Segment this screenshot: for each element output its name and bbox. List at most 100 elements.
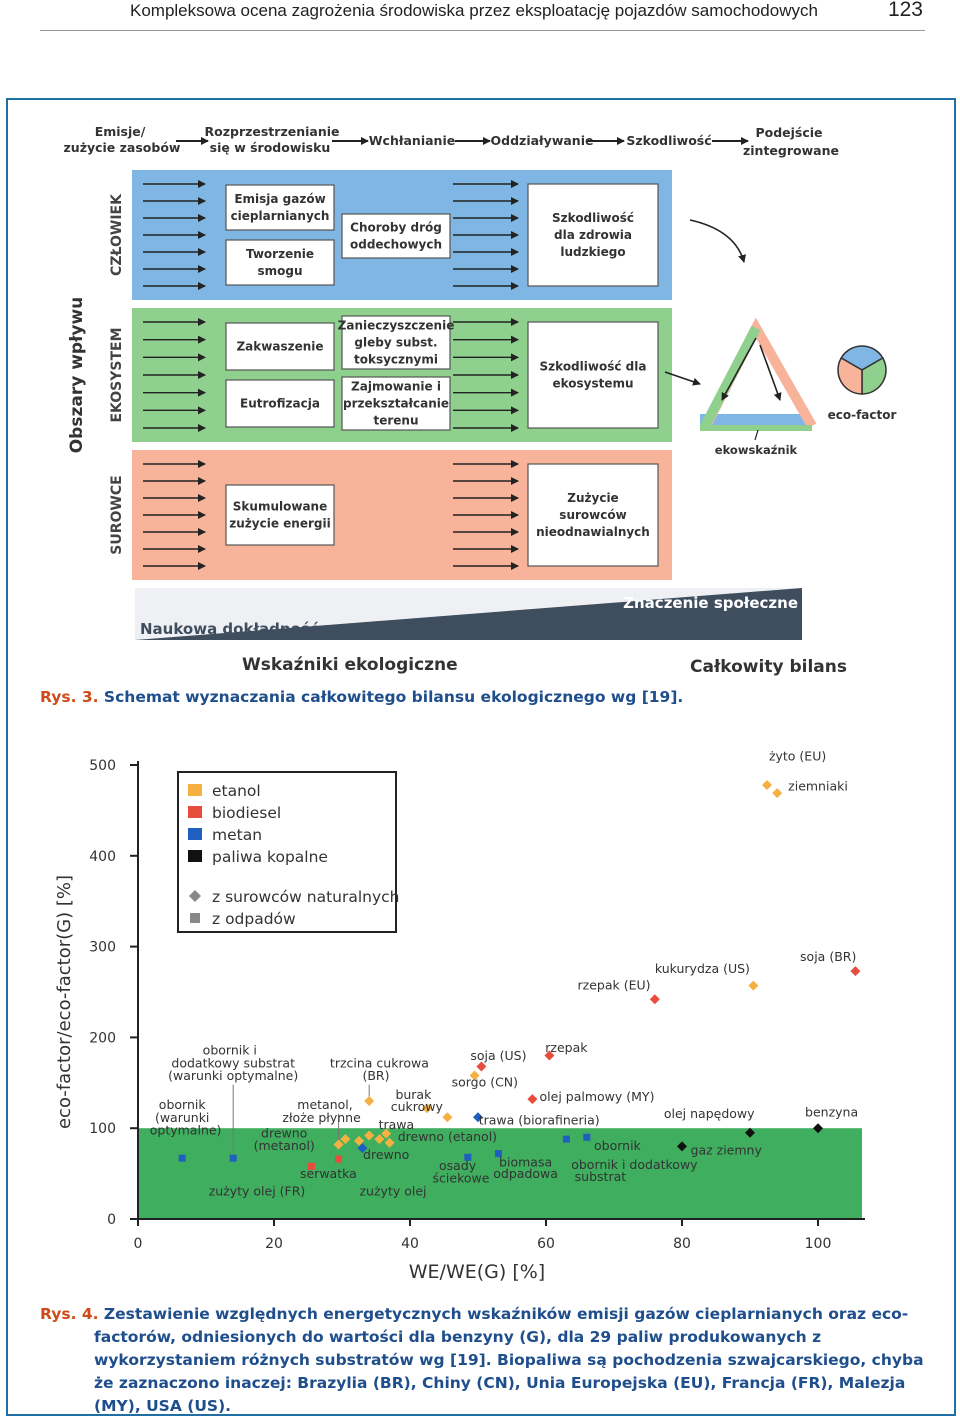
pointer-arrow (664, 371, 701, 386)
point-annotation: obornik (159, 1097, 207, 1112)
legend-swatch (188, 828, 202, 840)
legend-label: metan (212, 826, 262, 844)
y-axis-label: eco-factor/eco-factor(G) [%] (54, 875, 75, 1129)
figure-frame (6, 98, 956, 1416)
flow-step-integrated: Podejście (755, 125, 822, 140)
point-annotation: olej napędowy (664, 1106, 755, 1121)
total-balance-label: Całkowity bilans (690, 657, 847, 677)
result-box (527, 183, 659, 287)
result-box-text: dla zdrowia (554, 228, 632, 242)
flow-step-spreading-2: się w środowisku (210, 140, 331, 155)
point-annotation: trzcina cukrowa (330, 1055, 429, 1070)
data-point (374, 1134, 385, 1145)
point-annotation: metanol, (297, 1097, 352, 1112)
band-box (341, 376, 451, 431)
point-annotation: drewno (363, 1147, 409, 1162)
data-point (813, 1123, 823, 1134)
pie-slice (861, 356, 887, 395)
y-tick-label: 100 (89, 1121, 116, 1137)
impact-bands: CZŁOWIEK Emisja gazów cieplarnianychTworze… (109, 170, 672, 580)
triangle-arrow (721, 337, 757, 401)
x-tick-label: 60 (537, 1236, 555, 1252)
triangle-arrow (759, 344, 782, 401)
figure-4-caption-text: Zestawienie względnych energetycznych ws… (94, 1305, 924, 1415)
y-tick-label: 0 (107, 1212, 116, 1228)
point-annotation: gaz ziemny (691, 1143, 763, 1158)
band-box-text: Eutrofizacja (240, 397, 320, 411)
legend-label: z surowców naturalnych (212, 888, 400, 906)
result-box-text: ekosystemu (552, 377, 633, 391)
point-annotation: (metanol) (254, 1138, 315, 1153)
data-point (476, 1061, 487, 1072)
data-point (745, 1127, 755, 1138)
point-annotation: zużyty olej (360, 1183, 427, 1198)
figure-3-caption-text: Schemat wyznaczania całkowitego bilansu … (98, 688, 684, 706)
page-header: Kompleksowa ocena zagrożenia środowiska … (40, 0, 925, 31)
band-box (225, 379, 335, 428)
point-annotation: benzyna (805, 1104, 858, 1119)
band-box-text: smogu (257, 264, 302, 278)
point-annotation: dodatkowy substrat (171, 1055, 295, 1070)
legend-label: biodiesel (212, 804, 281, 822)
result-box-text: Szkodliwość dla (540, 360, 647, 374)
data-point (473, 1112, 483, 1123)
data-point (384, 1137, 395, 1148)
point-annotation: ziemniaki (788, 778, 848, 793)
data-point (748, 980, 759, 991)
data-point (494, 1150, 502, 1158)
band-box (341, 315, 451, 370)
data-point (178, 1154, 186, 1162)
data-point (340, 1134, 351, 1145)
x-tick-label: 100 (805, 1236, 832, 1252)
point-annotation: cukrowy (391, 1099, 444, 1114)
point-annotation: obornik i (203, 1043, 257, 1058)
result-box-text: Szkodliwość (552, 211, 634, 225)
label-leader (754, 429, 759, 441)
point-annotation: sorgo (CN) (452, 1074, 518, 1089)
point-annotation: żyto (EU) (769, 748, 826, 763)
data-point (469, 1070, 480, 1081)
band-label: SUROWCE (109, 475, 125, 554)
point-annotation: zużyty olej (FR) (209, 1183, 306, 1198)
point-annotation: (warunki (155, 1110, 209, 1125)
band-box-text: terenu (373, 414, 418, 428)
band-box (225, 322, 335, 371)
legend-swatch (188, 784, 202, 796)
figure-3-diagram: Emisje/zużycie zasobówRozprzestrzenianie… (64, 124, 897, 677)
result-box-text: ludzkiego (560, 245, 625, 259)
flow-step-harm: Szkodliwość (626, 133, 711, 148)
band-box-text: Emisja gazów (234, 192, 325, 206)
band-box-text: Tworzenie (246, 247, 314, 261)
point-annotation: złoże płynne (282, 1110, 361, 1125)
band-label: CZŁOWIEK (109, 193, 125, 276)
y-tick-label: 200 (89, 1030, 116, 1046)
data-point (442, 1112, 453, 1123)
point-annotation: soja (US) (470, 1048, 526, 1063)
data-point (464, 1153, 472, 1161)
result-box-text: nieodnawialnych (536, 525, 650, 539)
point-annotation: rzepak (EU) (578, 977, 651, 992)
point-annotation: trawa (biorafineria) (479, 1113, 600, 1128)
flow-step-spreading: Rozprzestrzenianie (205, 124, 340, 139)
running-title: Kompleksowa ocena zagrożenia środowiska … (130, 1, 818, 20)
flow-step-emission: Emisje/ (95, 124, 146, 139)
band-box-text: gleby subst. (354, 336, 437, 350)
legend-shape (190, 913, 200, 923)
band-box-text: cieplarnianych (231, 209, 330, 223)
x-axis-label: WE/WE(G) [%] (409, 1261, 545, 1283)
point-annotation: osady (439, 1158, 477, 1173)
band-label: EKOSYSTEM (109, 327, 125, 422)
y-tick-label: 400 (89, 849, 116, 865)
data-point (229, 1154, 237, 1162)
legend-swatch (188, 850, 202, 862)
point-annotation: serwatka (300, 1166, 357, 1181)
point-annotation: obornik (594, 1138, 642, 1153)
data-point (364, 1130, 375, 1141)
point-annotation: (BR) (362, 1068, 389, 1083)
y-tick-label: 500 (89, 758, 116, 774)
eco-factor-label: eco-factor (828, 408, 897, 422)
process-flow-row: Emisje/zużycie zasobówRozprzestrzenianie… (64, 124, 839, 158)
bar-diagonal-light (135, 588, 802, 640)
